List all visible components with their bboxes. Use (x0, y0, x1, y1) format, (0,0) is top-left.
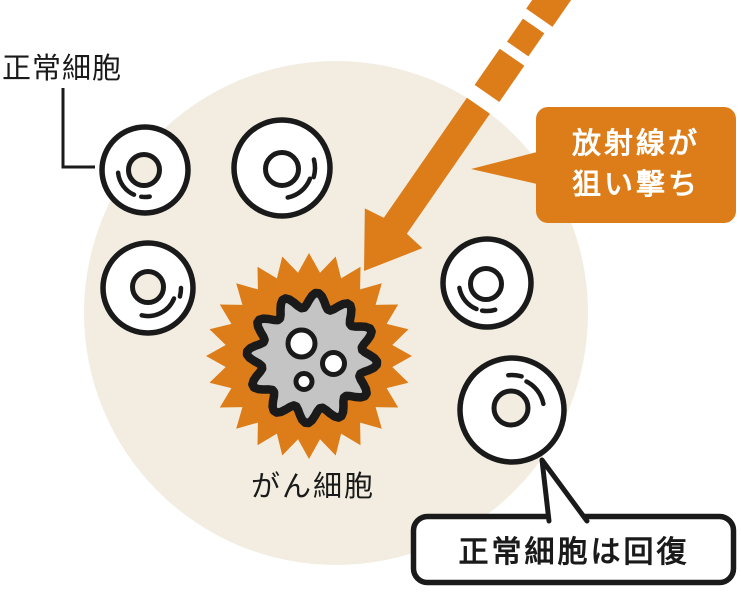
radiation-callout-tail (471, 152, 537, 184)
cell-detail-arc (139, 296, 177, 319)
cell-detail-arc (457, 285, 479, 312)
normal-cell-icon (99, 124, 191, 216)
cancer-cell-body (242, 288, 382, 428)
cell-detail-arc (524, 379, 546, 407)
recovery-callout-tail (539, 457, 590, 524)
cancer-cell-label: がん細胞 (250, 471, 375, 503)
beam-dash (474, 48, 525, 102)
normal-cell-icon (457, 355, 567, 465)
cell-detail-arc (115, 170, 137, 197)
normal-cell-icon (440, 236, 534, 330)
cell-vacuole (320, 350, 347, 377)
cell-nucleus (468, 266, 504, 302)
cancer-cell-icon (206, 253, 412, 459)
radiation-callout-bubble (536, 107, 736, 223)
cell-nucleus (126, 152, 162, 188)
cell-nucleus (263, 150, 301, 188)
cell-vacuole (285, 327, 318, 360)
normal-cell-icon (231, 117, 333, 219)
cell-detail-dash (506, 372, 524, 379)
beam-arrowhead-shaft (364, 97, 490, 271)
beam-dash (507, 18, 545, 57)
radiation-callout (471, 107, 736, 223)
radiation-callout-text: 放射線が 狙い撃ち (536, 107, 736, 223)
cell-detail-dash (177, 285, 184, 299)
normal-cells-label: 正常細胞 (2, 53, 123, 85)
radiation-beam-arrow-icon (364, 0, 575, 271)
normal-cell-icon (100, 240, 196, 336)
cell-nucleus (491, 388, 531, 428)
radiation-callout-line2: 狙い撃ち (571, 169, 700, 201)
radiation-callout-line1: 放射線が (571, 128, 700, 160)
cell-detail-arc (285, 176, 313, 200)
cell-detail-dash (311, 157, 318, 180)
recovery-callout-text: 正常細胞は回復 (458, 536, 690, 569)
cell-nucleus (130, 269, 166, 305)
recovery-callout (410, 457, 737, 586)
cell-detail-dash (479, 307, 498, 314)
beam-dash (526, 0, 575, 27)
cell-vacuole (293, 371, 315, 392)
normal-cells-label-connector-line (61, 88, 95, 169)
